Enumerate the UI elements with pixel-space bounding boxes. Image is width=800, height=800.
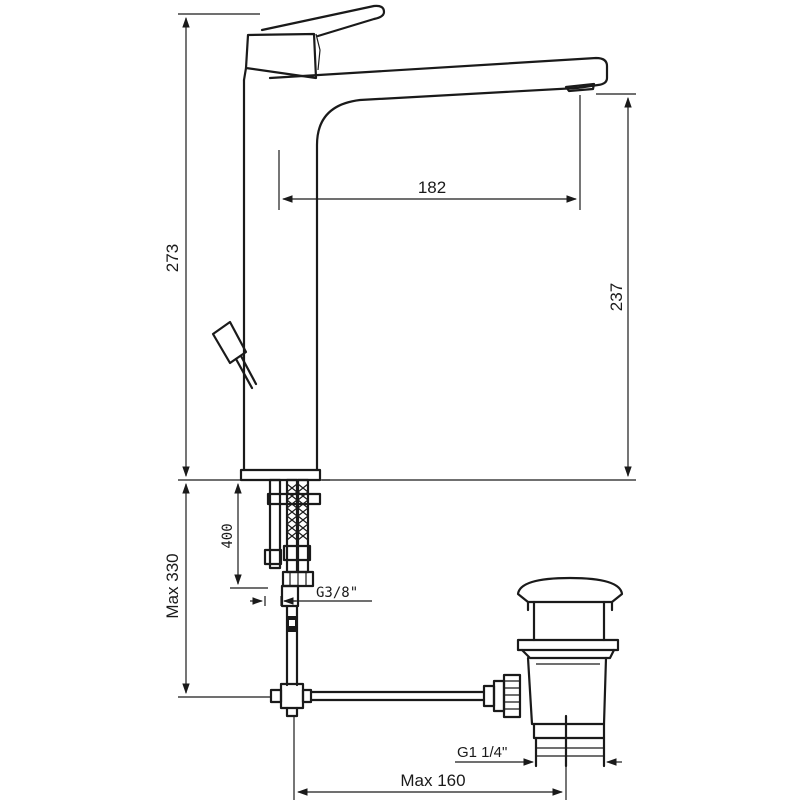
faucet-body: [239, 56, 609, 482]
popup-waste: [516, 576, 624, 768]
dim-waste-thread: G1 1/4": [457, 744, 507, 761]
dim-connection-thread: G3/8": [316, 585, 358, 601]
dimension-lines: [178, 13, 636, 800]
dim-spout-reach: 182: [418, 178, 446, 197]
dim-spout-height: 237: [607, 283, 626, 311]
lever-handle: [242, 4, 386, 82]
dim-total-height: 273: [163, 244, 182, 272]
waste-rod: [309, 673, 522, 719]
dim-hose-length: 400: [220, 523, 236, 548]
mounting-assembly: [263, 478, 322, 718]
popup-rod: [211, 320, 258, 390]
dim-max-depth: Max 330: [163, 553, 182, 618]
dim-max-horizontal: Max 160: [400, 771, 465, 790]
